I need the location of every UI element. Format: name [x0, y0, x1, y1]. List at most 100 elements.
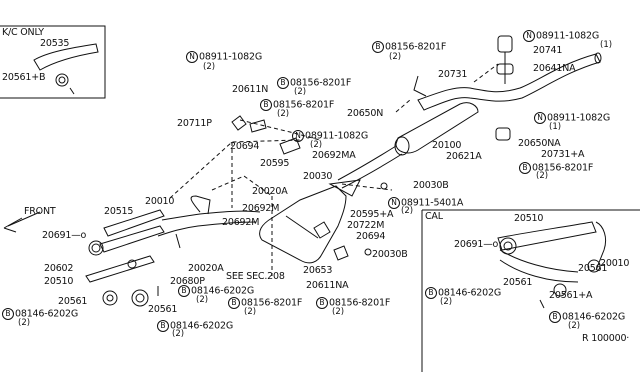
- part-20100: 20100: [432, 140, 462, 151]
- cal-part-20561a: 20561: [503, 277, 533, 288]
- cal-pipe-lower: [499, 259, 579, 283]
- part-20515: 20515: [104, 206, 134, 217]
- hanger-bracket: [497, 35, 513, 53]
- part-20030b-a: 20030B: [413, 180, 449, 191]
- bracket-20653: [333, 245, 349, 261]
- bracket-20595: [279, 137, 301, 155]
- kc-inset-frame: [0, 25, 106, 99]
- heat-shield-mid: [99, 225, 165, 253]
- nut-20030b: [364, 248, 372, 256]
- heat-shield-lower: [85, 255, 155, 283]
- cal-part-20561b: 20561: [578, 263, 608, 274]
- part-20020a-b: 20020A: [188, 263, 224, 274]
- kc-clamp-inner: [58, 76, 66, 84]
- see-sec-label: SEE SEC.208: [226, 271, 285, 282]
- front-tube-upper: [161, 210, 261, 221]
- part-20010: 20010: [145, 196, 175, 207]
- cal-part-20691: 20691—o: [454, 239, 499, 250]
- part-20621a: 20621A: [446, 151, 482, 162]
- callout-b-cal-qty: (2): [440, 297, 453, 307]
- part-20650n: 20650N: [347, 108, 384, 119]
- kc-part-20535: 20535: [40, 38, 70, 49]
- cal-bolt: [539, 299, 545, 309]
- part-20641na: 20641NA: [533, 63, 576, 74]
- part-20650na: 20650NA: [518, 138, 561, 149]
- callout-b-bottom-left-qty: (2): [18, 318, 31, 328]
- part-20595: 20595: [260, 158, 290, 169]
- bracket-20711p: [231, 115, 247, 131]
- converter-seam: [285, 215, 319, 239]
- part-20731a: 20731+A: [541, 149, 585, 160]
- clamp-c-inner: [106, 294, 114, 302]
- kc-clamp: [55, 73, 69, 87]
- heat-shield-upper: [103, 209, 165, 237]
- hanger-rubber: [496, 63, 514, 75]
- muffler-inlet-pipe-2: [341, 153, 403, 189]
- part-20694b: 20694: [356, 231, 386, 242]
- cal-flange-inner: [503, 241, 513, 251]
- part-20595a: 20595+A: [350, 209, 394, 220]
- cal-pipe-bend: [595, 221, 607, 271]
- part-20741: 20741: [533, 45, 563, 56]
- cal-flange: [499, 237, 517, 255]
- tailpipe-tip: [594, 52, 602, 64]
- cal-part-20561a-plus: 20561+A: [549, 290, 593, 301]
- part-20680p: 20680P: [170, 276, 205, 287]
- clamp-c: [102, 290, 118, 306]
- cal-part-20010: 20010: [600, 258, 630, 269]
- muffler-body: [395, 102, 479, 154]
- callout-n-right-qty: (1): [549, 122, 562, 132]
- callout-n-5401a-qty: (2): [401, 206, 414, 216]
- part-20731: 20731: [438, 69, 468, 80]
- part-20561b: 20561: [148, 304, 178, 315]
- nut: [380, 182, 388, 190]
- y-pipe-branch: [190, 195, 211, 215]
- callout-b-mid-a-qty: (2): [294, 87, 307, 97]
- clamp-b: [131, 289, 149, 307]
- part-20611na: 20611NA: [306, 280, 349, 291]
- callout-b-top-mid-qty: (2): [389, 52, 402, 62]
- callout-n-top-mid-qty: (2): [203, 62, 216, 72]
- callout-b-bottom-mid-qty: (2): [244, 307, 257, 317]
- kc-heat-shield: [33, 43, 99, 71]
- kc-part-20561b: 20561+B: [2, 72, 46, 83]
- front-tube-lower: [157, 221, 257, 237]
- part-20711p: 20711P: [177, 118, 212, 129]
- callout-b-right-qty: (2): [536, 171, 549, 181]
- part-20030: 20030: [303, 171, 333, 182]
- part-20510: 20510: [44, 276, 74, 287]
- muffler-inlet-pipe: [337, 145, 397, 181]
- hanger-left: [413, 75, 427, 97]
- footer-code: R 100000·: [582, 333, 630, 344]
- cal-title: CAL: [425, 211, 443, 222]
- part-20694a: 20694: [230, 141, 260, 152]
- cal-inset-frame: [421, 209, 640, 372]
- muffler-end: [394, 136, 410, 156]
- callout-b-mid-b-qty: (2): [277, 109, 290, 119]
- kc-bolt: [69, 87, 75, 95]
- part-20030b-b: 20030B: [372, 249, 408, 260]
- hanger-right-rubber: [495, 127, 511, 141]
- part-20561a: 20561: [58, 296, 88, 307]
- kc-only-title: K/C ONLY: [2, 27, 44, 38]
- clamp-a: [127, 259, 137, 269]
- part-20692m-a: 20692M: [242, 203, 280, 214]
- catalytic-converter: [259, 185, 347, 264]
- flange-left: [88, 240, 104, 256]
- cal-part-20510: 20510: [514, 213, 544, 224]
- callout-b-bottom-mid2-qty: (2): [332, 307, 345, 317]
- cal-clamp-b: [587, 259, 601, 273]
